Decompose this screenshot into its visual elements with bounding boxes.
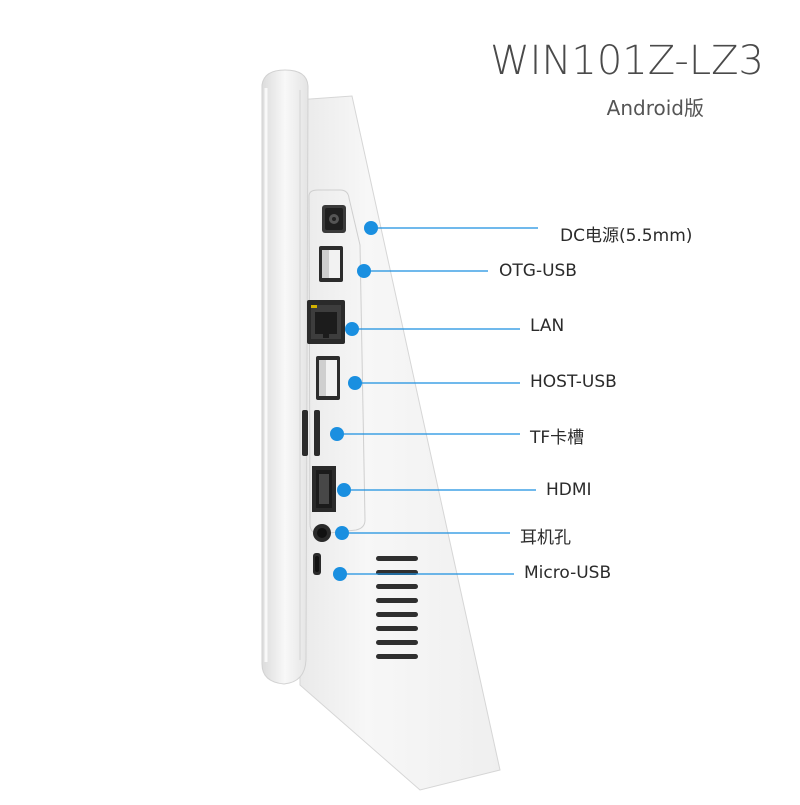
- lan-port: [307, 300, 345, 344]
- otg-usb-port: [319, 246, 343, 282]
- port-label-headphone: 耳机孔: [520, 528, 571, 548]
- callout-dot-host-usb: [348, 376, 362, 390]
- micro-usb-port: [313, 553, 321, 575]
- port-callouts: [330, 221, 538, 581]
- model-title: WIN101Z-LZ3: [490, 38, 764, 84]
- device-front-edge: [261, 69, 309, 685]
- port-label-otg-usb: OTG-USB: [499, 261, 577, 281]
- callout-dot-lan: [345, 322, 359, 336]
- callout-dot-otg-usb: [357, 264, 371, 278]
- port-label-hdmi: HDMI: [546, 480, 592, 500]
- port-label-host-usb: HOST-USB: [530, 372, 617, 392]
- callout-dot-headphone: [335, 526, 349, 540]
- callout-dot-dc-power: [364, 221, 378, 235]
- callout-dot-micro-usb: [333, 567, 347, 581]
- port-label-dc-power: DC电源(5.5mm): [560, 226, 693, 246]
- headphone-jack: [313, 524, 331, 542]
- port-label-micro-usb: Micro-USB: [524, 563, 612, 583]
- tf-card-slot: [302, 410, 320, 456]
- port-label-tf-slot: TF卡槽: [530, 428, 585, 448]
- edition-subtitle: Android版: [606, 96, 704, 120]
- callout-dot-tf-slot: [330, 427, 344, 441]
- hdmi-port: [312, 466, 336, 512]
- host-usb-port: [316, 356, 340, 400]
- port-label-lan: LAN: [530, 316, 565, 336]
- dc-power-port: [322, 205, 346, 233]
- callout-dot-hdmi: [337, 483, 351, 497]
